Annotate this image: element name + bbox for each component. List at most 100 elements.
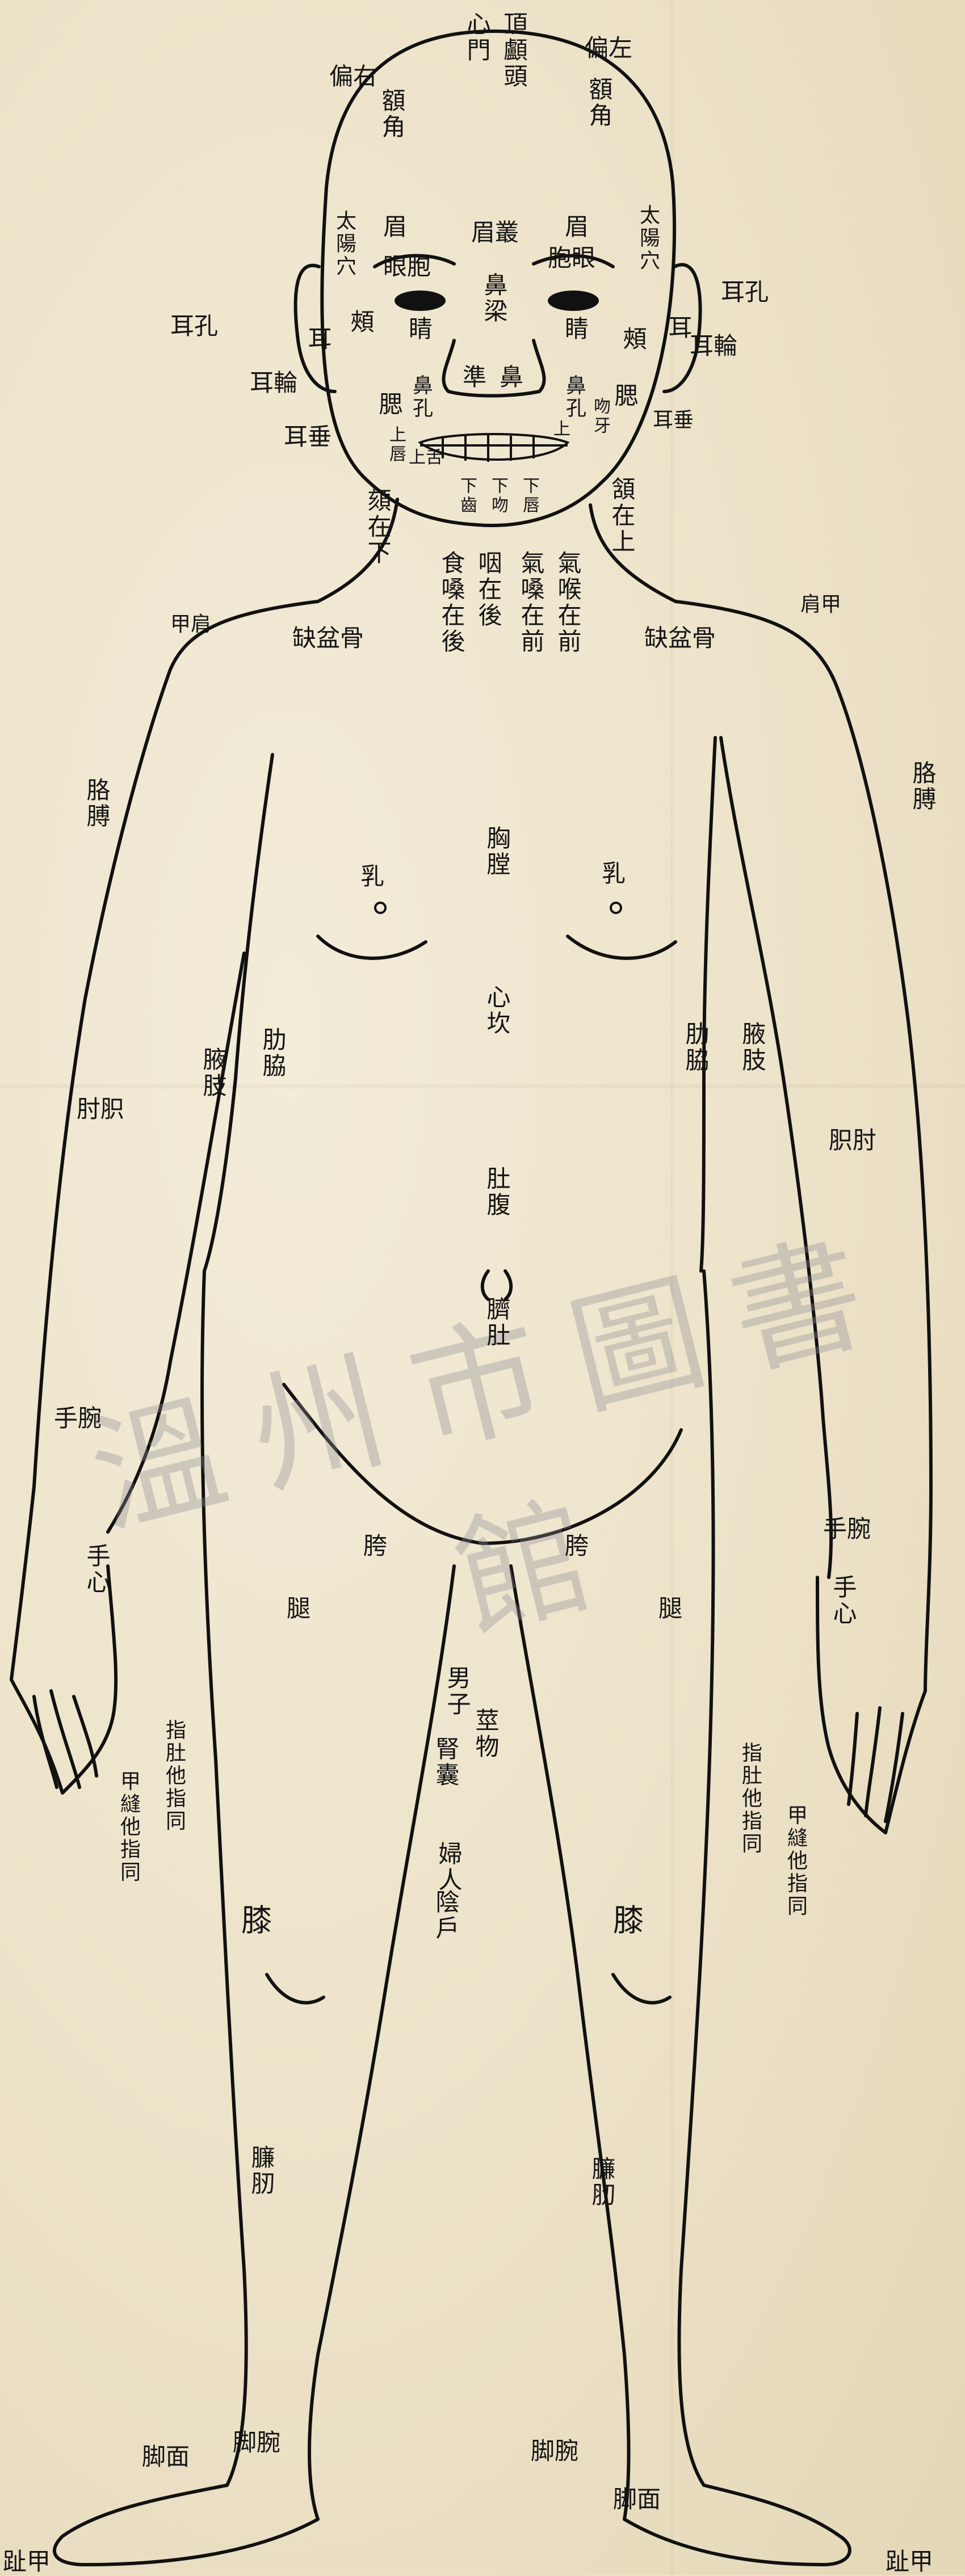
label-yezhi-right: 腋肢 bbox=[738, 1021, 766, 1074]
label-jing-right: 睛 bbox=[565, 315, 589, 343]
label-kezaixia: 頦在下 bbox=[363, 488, 392, 566]
label-bi: 鼻 bbox=[500, 363, 523, 392]
label-ercui-right: 耳垂 bbox=[653, 409, 694, 432]
label-zhidu-left: 指肚他指同 bbox=[162, 1719, 186, 1833]
label-quepengu-right: 缺盆骨 bbox=[644, 624, 716, 653]
label-jiazhi-right: 趾甲 bbox=[886, 2548, 933, 2576]
label-mei-right: 眉 bbox=[565, 213, 589, 241]
label-qisangzaiqian: 氣嗓在前 bbox=[517, 550, 545, 655]
label-taiyang-left: 太陽穴 bbox=[332, 210, 356, 278]
label-qidu: 臍肚 bbox=[482, 1297, 511, 1349]
label-shouwan-left: 手腕 bbox=[54, 1404, 102, 1433]
label-xi-left: 膝 bbox=[241, 1906, 272, 1935]
left-leg-inner bbox=[309, 1566, 454, 2519]
label-kua-right: 胯 bbox=[565, 1532, 589, 1560]
nose-outline bbox=[443, 340, 544, 396]
label-xinmen: 心門 bbox=[463, 11, 491, 64]
chest-left bbox=[318, 936, 426, 958]
label-erlun-left: 耳輪 bbox=[250, 369, 297, 397]
label-sai-right: 腮 bbox=[610, 383, 639, 409]
label-meicong: 眉叢 bbox=[471, 218, 519, 247]
label-erlun-right: 耳輪 bbox=[690, 332, 737, 360]
label-shang-right: 上 bbox=[553, 420, 570, 439]
nipple-right bbox=[611, 903, 621, 913]
label-zhun: 準 bbox=[463, 363, 486, 392]
label-jing-left: 睛 bbox=[409, 315, 433, 343]
label-mei-left: 眉 bbox=[383, 213, 407, 241]
right-leg-inner bbox=[511, 1566, 629, 2519]
knee-right bbox=[613, 1975, 670, 2003]
label-ru-left: 乳 bbox=[360, 862, 384, 891]
label-jingwu: 莖物 bbox=[471, 1708, 500, 1760]
nipple-left bbox=[375, 903, 385, 913]
knee-left bbox=[267, 1975, 324, 2003]
label-shouxin-left: 手心 bbox=[82, 1543, 111, 1596]
label-wenya: 吻牙 bbox=[590, 397, 610, 436]
label-shouxin-right: 手心 bbox=[829, 1575, 857, 1627]
label-jiafeng-left: 甲縫他指同 bbox=[116, 1770, 140, 1884]
label-jiazhi-left: 趾甲 bbox=[3, 2548, 51, 2576]
label-bikong-left: 鼻孔 bbox=[409, 374, 433, 420]
label-shangshe: 上舌 bbox=[409, 448, 443, 468]
label-biliang: 鼻梁 bbox=[480, 272, 508, 325]
label-jia-left: 頰 bbox=[346, 309, 375, 335]
label-jiafeng-right: 甲縫他指同 bbox=[783, 1804, 807, 1918]
label-jiajian-right: 肩甲 bbox=[800, 593, 841, 617]
left-torso-side bbox=[204, 755, 272, 1271]
label-kua-left: 胯 bbox=[363, 1532, 387, 1560]
label-jiaomian-left: 脚面 bbox=[142, 2443, 190, 2471]
chest-right bbox=[568, 936, 676, 958]
left-foot bbox=[54, 2485, 318, 2565]
label-jiaowan-left: 脚腕 bbox=[233, 2428, 280, 2457]
label-lianbo-left: 臁肕 bbox=[247, 2145, 275, 2197]
label-yanzaihou: 咽在後 bbox=[474, 550, 502, 629]
label-leixie-right: 肋脇 bbox=[681, 1021, 710, 1074]
label-jiaomian-right: 脚面 bbox=[613, 2485, 661, 2514]
label-ejiao-right: 額角 bbox=[585, 77, 613, 129]
label-pianzuo: 偏左 bbox=[585, 34, 632, 62]
label-xiawen: 下吻 bbox=[488, 477, 507, 515]
label-zhouyi-left: 肘胑 bbox=[77, 1095, 124, 1123]
label-lianbo-right: 臁肕 bbox=[588, 2156, 616, 2208]
eye-right bbox=[548, 291, 599, 311]
label-xiachi: 下齒 bbox=[457, 477, 476, 515]
label-jia-right: 頰 bbox=[619, 326, 647, 352]
label-yezhi-left: 腋肢 bbox=[199, 1047, 227, 1099]
label-shangchun-left: 上唇 bbox=[386, 426, 405, 464]
label-ercui-left: 耳垂 bbox=[284, 423, 332, 451]
eye-left bbox=[395, 291, 446, 311]
label-er-right: 耳 bbox=[664, 315, 693, 341]
label-zhouyi-right: 胑肘 bbox=[829, 1126, 876, 1155]
label-shisangzaihou: 食嗓在後 bbox=[437, 550, 465, 655]
label-xiachun: 下唇 bbox=[519, 477, 539, 515]
label-pianyou: 偏右 bbox=[329, 62, 377, 91]
label-xinkan: 心坎 bbox=[482, 984, 511, 1037]
label-dufu: 肚腹 bbox=[482, 1166, 511, 1218]
label-yinhu: 陰戶 bbox=[431, 1889, 460, 1942]
label-jiajian-left: 甲肩 bbox=[170, 613, 211, 637]
label-ru-right: 乳 bbox=[602, 860, 626, 888]
label-leixie-left: 肋脇 bbox=[258, 1027, 287, 1079]
label-quepengu-left: 缺盆骨 bbox=[292, 624, 364, 653]
label-ejiao-left: 額角 bbox=[377, 88, 406, 140]
label-hanzaishang: 頷在上 bbox=[607, 477, 636, 555]
label-gebo-left: 胳膊 bbox=[82, 777, 111, 830]
label-tui-left: 腿 bbox=[287, 1594, 311, 1623]
label-nanzi: 男子 bbox=[443, 1665, 471, 1718]
label-sai-left: 腮 bbox=[375, 392, 403, 418]
label-er-left: 耳 bbox=[304, 326, 332, 352]
label-tui-right: 腿 bbox=[658, 1594, 682, 1623]
label-erkong-left: 耳孔 bbox=[170, 312, 218, 340]
label-qihouzaiqian: 氣喉在前 bbox=[553, 550, 582, 655]
label-gebo-right: 胳膊 bbox=[908, 760, 937, 813]
label-erkong-right: 耳孔 bbox=[721, 278, 769, 306]
label-dingetou: 頂顱頭 bbox=[500, 11, 528, 90]
label-zhidu-right: 指肚他指同 bbox=[738, 1742, 762, 1855]
label-bikong-right: 鼻孔 bbox=[562, 374, 586, 420]
label-yanbao-left: 眼胞 bbox=[383, 252, 431, 281]
label-xi-right: 膝 bbox=[613, 1906, 644, 1935]
label-furen: 婦人 bbox=[434, 1841, 463, 1893]
label-jiaowan-right: 脚腕 bbox=[531, 2437, 578, 2465]
label-yanbao-right: 胞眼 bbox=[548, 244, 595, 272]
label-shennang: 腎囊 bbox=[431, 1736, 460, 1788]
